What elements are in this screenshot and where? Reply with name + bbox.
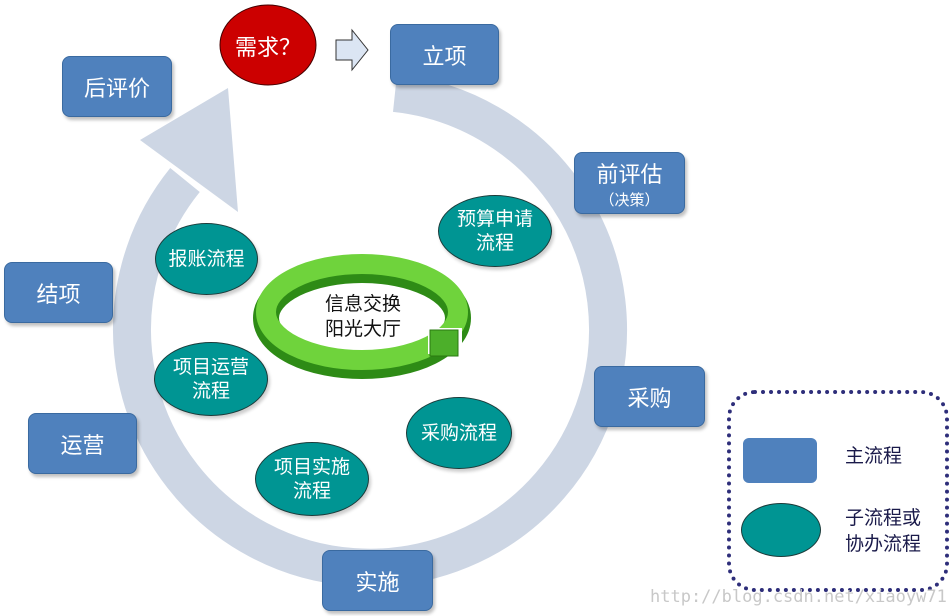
step-shishi[interactable]: 实施 xyxy=(322,550,433,611)
step-label: 采购 xyxy=(627,386,672,412)
sub-label: 报账流程 xyxy=(168,248,245,270)
sub-yusuan[interactable]: 预算申请流程 xyxy=(438,195,552,267)
step-label: 实施 xyxy=(355,570,400,596)
step-label: 结项 xyxy=(36,282,81,308)
sub-label: 采购流程 xyxy=(420,422,497,444)
sub-xiangmu-shishi[interactable]: 项目实施流程 xyxy=(255,442,369,516)
step-label: 立项 xyxy=(422,44,467,70)
step-qianpinggu[interactable]: 前评估 （决策） xyxy=(574,152,685,214)
arrow-right-icon xyxy=(335,28,369,72)
step-sub-label: （决策） xyxy=(599,190,660,209)
sub-label: 流程 xyxy=(191,380,230,402)
watermark: http://blog.csdn.net/xiaoyw71 xyxy=(650,587,947,607)
legend-main-label: 主流程 xyxy=(845,445,903,467)
step-label: 运营 xyxy=(60,433,105,459)
step-label: 后评价 xyxy=(83,76,150,102)
demand-label: 需求？ xyxy=(234,36,301,61)
sub-caigou[interactable]: 采购流程 xyxy=(406,397,512,469)
step-jiexiang[interactable]: 结项 xyxy=(4,262,113,323)
sub-label: 流程 xyxy=(475,232,514,254)
sub-label: 项目实施 xyxy=(273,456,350,478)
legend-sub-line: 子流程或 xyxy=(845,507,922,529)
sub-label: 项目运营 xyxy=(172,356,249,378)
step-yunying[interactable]: 运营 xyxy=(28,413,137,474)
center-ring-icon xyxy=(253,254,471,379)
sub-baozhang[interactable]: 报账流程 xyxy=(155,223,258,295)
sub-xiangmu-yunying[interactable]: 项目运营流程 xyxy=(154,342,268,416)
legend-sub-line: 协办流程 xyxy=(845,533,922,555)
step-caigou[interactable]: 采购 xyxy=(594,366,705,427)
step-label: 前评估 xyxy=(596,162,663,188)
center-line: 信息交换 xyxy=(324,293,401,315)
step-lixiang[interactable]: 立项 xyxy=(390,24,499,85)
legend-main-swatch xyxy=(743,438,817,483)
sub-label: 流程 xyxy=(292,480,331,502)
legend-sub-label: 子流程或 协办流程 xyxy=(845,505,921,557)
legend xyxy=(727,390,949,592)
sub-label: 预算申请 xyxy=(456,208,533,230)
center-line: 阳光大厅 xyxy=(324,318,401,340)
step-houpingjia[interactable]: 后评价 xyxy=(62,56,172,117)
legend-sub-swatch xyxy=(741,503,821,557)
center-label: 信息交换 阳光大厅 xyxy=(310,292,416,342)
